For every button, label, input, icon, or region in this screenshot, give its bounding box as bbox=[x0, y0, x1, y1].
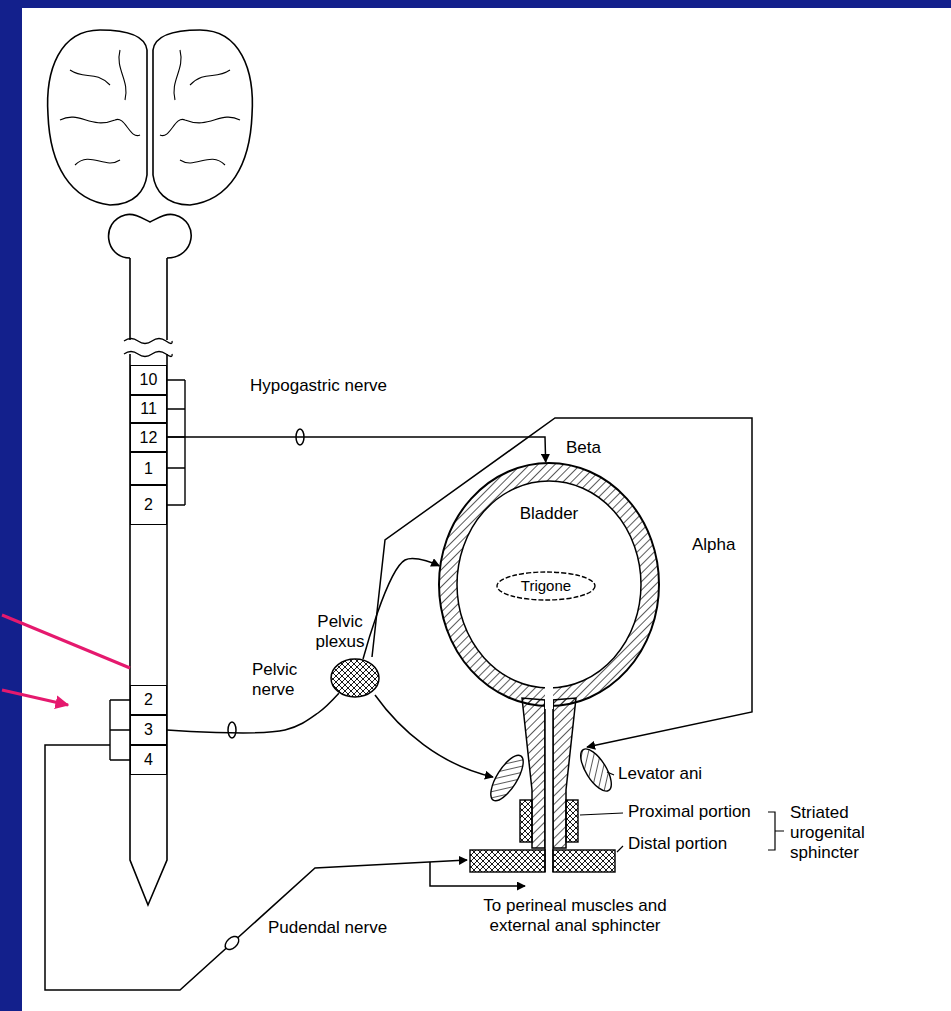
nerve-label: Hypogastric nerve bbox=[250, 376, 387, 396]
bladder-lumen bbox=[457, 481, 641, 688]
spinal-segment-box: 4 bbox=[130, 745, 167, 775]
part-label: Pudendal nerve bbox=[268, 918, 387, 938]
segment-number: 3 bbox=[144, 720, 153, 740]
distal-sphincter bbox=[470, 850, 545, 872]
spinal-segment-box: 11 bbox=[130, 395, 167, 423]
part-label: Beta bbox=[566, 438, 601, 458]
segment-number: 4 bbox=[144, 750, 153, 770]
segment-brackets-part bbox=[110, 700, 130, 760]
leader-lines-part bbox=[580, 772, 623, 852]
proximal-sphincter bbox=[566, 800, 578, 842]
bladder-outlet bbox=[545, 685, 553, 709]
part-label: Alpha bbox=[692, 535, 735, 555]
alpha-pathway bbox=[372, 418, 752, 747]
leader-lines bbox=[580, 772, 784, 852]
brain-drawing-part bbox=[160, 50, 240, 165]
nerve-lines bbox=[45, 418, 752, 990]
proximal-sphincter bbox=[520, 800, 532, 842]
levator-ani-shape bbox=[575, 744, 617, 795]
part-label: Striated urogenital sphincter bbox=[790, 803, 885, 863]
levator-ani-shape bbox=[485, 751, 530, 806]
brain-drawing-part bbox=[48, 30, 147, 205]
plexus-ganglion bbox=[331, 659, 379, 697]
segment-number: 10 bbox=[140, 370, 158, 390]
nerve-connector bbox=[363, 558, 439, 659]
nerve-connector bbox=[167, 693, 339, 733]
levator-branch bbox=[375, 695, 493, 777]
nerve-connector bbox=[167, 437, 546, 462]
segment-number: 1 bbox=[144, 459, 153, 479]
part-label: Levator ani bbox=[618, 764, 702, 784]
segment-number: 2 bbox=[144, 690, 153, 710]
pudendal-nerve-line bbox=[45, 745, 467, 990]
node-label: Pelvic plexus bbox=[305, 612, 375, 652]
spinal-segment-box: 2 bbox=[130, 485, 167, 525]
bladder-neck-part bbox=[545, 700, 553, 872]
spinal-segment-box: 2 bbox=[130, 685, 167, 715]
spinal-cord bbox=[124, 258, 172, 905]
bladder-node: BladderTrigone bbox=[438, 462, 660, 707]
segment-brackets-part bbox=[167, 380, 185, 505]
node-label: Bladder bbox=[438, 504, 660, 524]
nerve-symbol bbox=[223, 934, 242, 952]
segment-number: 2 bbox=[144, 495, 153, 515]
nerve-symbol bbox=[228, 722, 236, 738]
bladder-neck bbox=[522, 698, 576, 872]
trigone-node: Trigone bbox=[496, 570, 596, 602]
paper-ground bbox=[22, 8, 951, 1011]
bladder-wall bbox=[439, 463, 659, 706]
spinal-segment-box: 12 bbox=[130, 423, 167, 452]
spinal-segment-box: 10 bbox=[130, 365, 167, 395]
brain-drawing-part bbox=[109, 214, 192, 258]
pointer-arrows-part bbox=[2, 690, 68, 705]
nerve-label: Pelvic nerve bbox=[252, 660, 312, 700]
spinal-cord-part bbox=[130, 258, 167, 905]
bladder-neck-part bbox=[545, 700, 553, 872]
trigone-outline bbox=[496, 570, 596, 602]
bladder-outline bbox=[438, 462, 660, 707]
sphincter-drawing bbox=[470, 744, 617, 872]
part-label: Distal portion bbox=[628, 834, 727, 854]
plexus-outline bbox=[330, 658, 380, 698]
pointer-arrows-part bbox=[2, 615, 130, 668]
node-label: Trigone bbox=[521, 576, 571, 596]
brain-drawing-part bbox=[153, 30, 252, 205]
part-label: Proximal portion bbox=[628, 802, 751, 822]
distal-sphincter bbox=[553, 850, 615, 872]
brain-drawing-part bbox=[60, 50, 140, 165]
spinal-segment-box: 1 bbox=[130, 452, 167, 485]
spinal-cord-part bbox=[124, 339, 172, 357]
brain-drawing bbox=[48, 30, 253, 258]
plexus-node: Pelvic plexus bbox=[330, 658, 380, 698]
pointer-arrows bbox=[2, 615, 130, 705]
leader-lines-part bbox=[768, 812, 784, 850]
segment-number: 12 bbox=[140, 428, 158, 448]
trigone-outline bbox=[497, 572, 595, 600]
spinal-segment-box: 3 bbox=[130, 715, 167, 745]
part-label: To perineal muscles and external anal sp… bbox=[455, 896, 695, 936]
segment-number: 11 bbox=[140, 399, 157, 419]
